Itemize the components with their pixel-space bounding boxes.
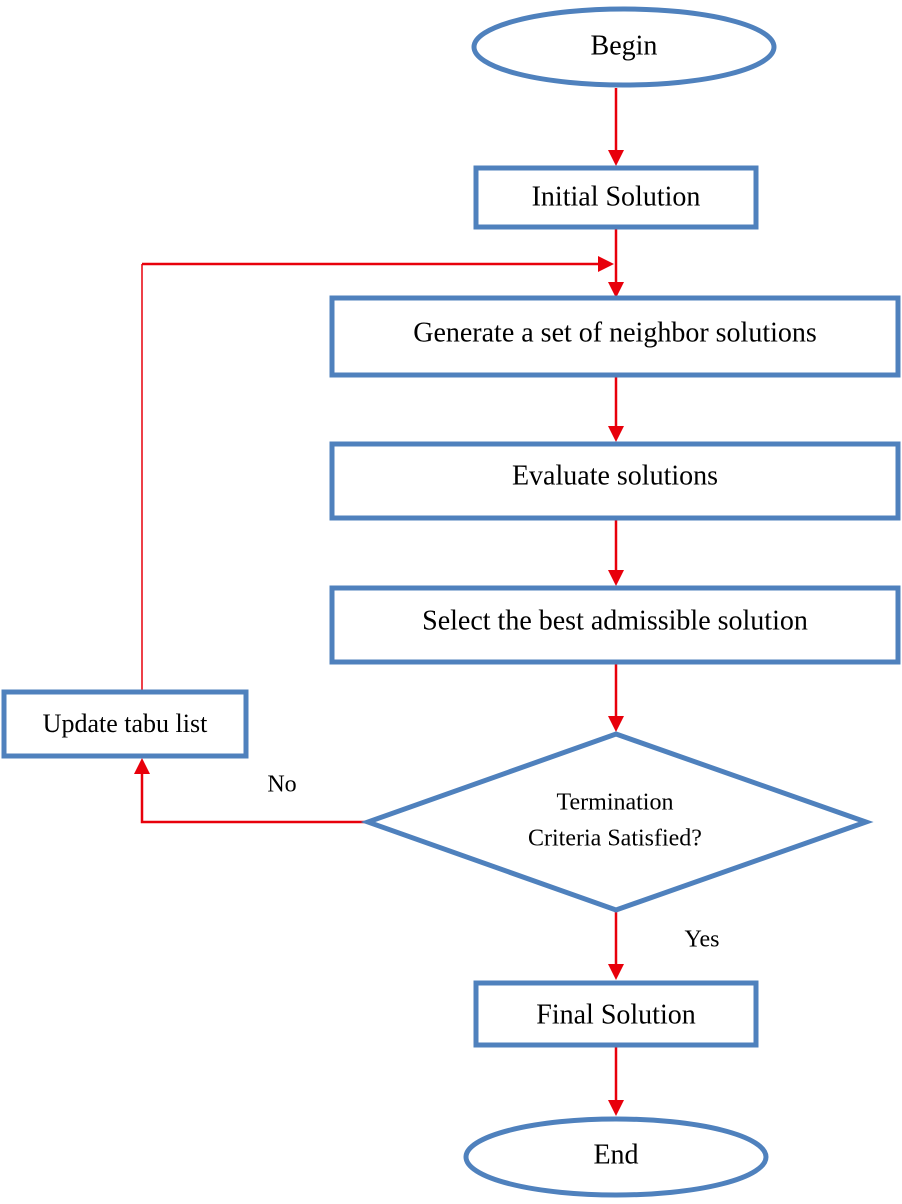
end-ellipse	[463, 1116, 769, 1198]
end-node: End	[463, 1116, 769, 1198]
end-label: End	[593, 1139, 638, 1170]
arrowhead-initial-to-generate	[608, 282, 624, 298]
initial-solution-box	[473, 165, 759, 230]
termination-label-line2: Criteria Satisfied?	[528, 826, 702, 852]
arrowhead-evaluate-to-select	[608, 570, 624, 586]
select-best-label: Select the best admissible solution	[422, 605, 808, 636]
termination-diamond	[360, 731, 874, 913]
select-best-node: Select the best admissible solution	[329, 585, 901, 665]
yes-edge-label: Yes	[685, 927, 720, 953]
final-solution-node: Final Solution	[473, 980, 759, 1048]
select-best-box	[329, 585, 901, 665]
evaluate-label: Evaluate solutions	[512, 460, 718, 491]
generate-neighbors-label: Generate a set of neighbor solutions	[413, 317, 817, 348]
arrowhead-termination-to-update	[134, 758, 150, 774]
begin-ellipse	[471, 6, 777, 88]
arrowhead-select-to-termination	[608, 716, 624, 732]
begin-label: Begin	[591, 30, 658, 61]
final-solution-box	[473, 980, 759, 1048]
termination-label-line1: Termination	[557, 790, 674, 816]
generate-neighbors-box	[329, 295, 901, 378]
arrowhead-final-to-end	[608, 1100, 624, 1116]
begin-node: Begin	[471, 6, 777, 88]
evaluate-box	[329, 441, 901, 521]
generate-neighbors-node: Generate a set of neighbor solutions	[329, 295, 901, 378]
evaluate-node: Evaluate solutions	[329, 441, 901, 521]
arrowhead-update-loop	[598, 256, 614, 272]
edges	[134, 88, 624, 1116]
arrowhead-termination-to-final	[608, 964, 624, 980]
arrowhead-begin-to-initial	[608, 150, 624, 166]
arrowhead-generate-to-evaluate	[608, 426, 624, 442]
update-tabu-box	[1, 689, 249, 759]
final-solution-label: Final Solution	[536, 999, 695, 1030]
update-tabu-node: Update tabu list	[1, 689, 249, 759]
update-tabu-label: Update tabu list	[43, 709, 208, 738]
initial-solution-node: Initial Solution	[473, 165, 759, 230]
termination-decision-node: Termination Criteria Satisfied?	[360, 731, 874, 913]
initial-solution-label: Initial Solution	[532, 181, 701, 212]
no-edge-label: No	[267, 772, 296, 798]
edge-termination-to-update	[140, 772, 368, 824]
